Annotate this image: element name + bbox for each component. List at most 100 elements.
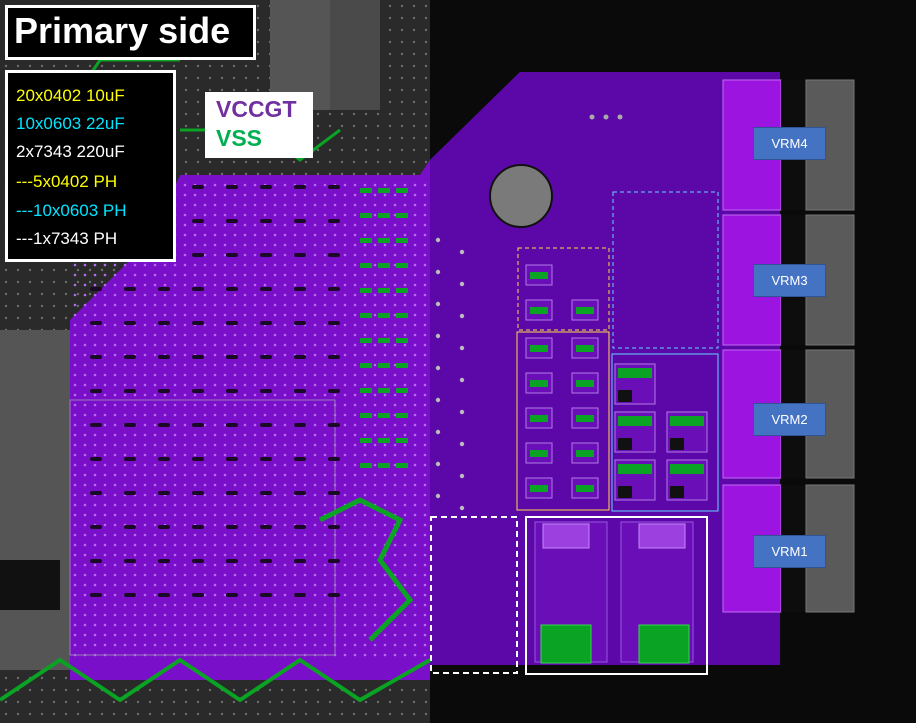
via [435,333,441,339]
via-pad-mark [90,321,102,325]
via-pad-mark [90,355,102,359]
via-pad-mark [192,355,204,359]
via-pad-mark [90,559,102,563]
vss-via-mark [396,388,408,393]
via [435,301,441,307]
outline-7343-group [525,516,708,675]
via-pad-mark [158,457,170,461]
title-box [5,5,256,60]
vss-via-mark [360,313,372,318]
via-pad-mark [158,389,170,393]
via [459,473,465,479]
via-pad-mark [226,185,238,189]
vss-via-mark [360,188,372,193]
outline-7343-placeholder [430,516,518,674]
via-pad-mark [124,457,136,461]
vss-via-mark [378,413,390,418]
vrm-pad-column [722,79,855,613]
mounting-hole [489,164,553,228]
via-pad-mark [294,525,306,529]
via-pad-mark [192,287,204,291]
via-pad-mark [192,219,204,223]
cap-0603-dark [670,438,684,450]
via-pad-mark [90,457,102,461]
legend-item-0402-placeholder: ---5x0402 PH [16,172,118,191]
vss-via-mark [378,388,390,393]
via-pad-mark [328,423,340,427]
vss-via-mark [360,413,372,418]
via-pad-mark [328,559,340,563]
via-pad-mark [294,185,306,189]
via-pad-mark [192,423,204,427]
cap-0402-pad [530,415,548,422]
page-title: Primary side [14,10,231,51]
via-pad-mark [90,491,102,495]
cap-array-0402 [525,264,599,499]
via [459,249,465,255]
grey-plane-strip [270,0,340,110]
via-pad-mark [124,491,136,495]
net-vss-label: VSS [216,125,263,151]
vrm3-label: VRM3 [753,264,826,297]
cap-0603-dark [670,486,684,498]
legend-item-7343-cap: 2x7343 220uF [16,142,125,161]
via-pad-mark [328,321,340,325]
via [435,269,441,275]
vss-via-mark [360,463,372,468]
cap-0402-pad [576,415,594,422]
via-pad-mark [294,219,306,223]
via-pad-mark [192,321,204,325]
via-pad-mark [328,219,340,223]
cap-0402-pad [530,380,548,387]
vss-via-mark [378,238,390,243]
via [603,114,609,120]
legend-item-0402-cap: 20x0402 10uF [16,86,125,105]
via-pad-mark [90,593,102,597]
vss-via-mark [396,338,408,343]
legend-item-0603-cap: 10x0603 22uF [16,114,125,133]
via-pad-mark [90,525,102,529]
cap-0402-pad [576,485,594,492]
vss-via-mark [396,288,408,293]
cap-0402-pad [576,380,594,387]
via-pad-mark [260,355,272,359]
cap-0603-pad [670,416,704,426]
via-pad-mark [192,389,204,393]
via-pad-mark [90,389,102,393]
via-pad-mark [124,593,136,597]
via-pad-mark [158,321,170,325]
via [435,429,441,435]
cap-0603-pad [618,464,652,474]
via-pad-mark [124,321,136,325]
via-pad-mark [328,185,340,189]
vss-via-mark [360,238,372,243]
via-pad-mark [226,457,238,461]
via-pad-mark [192,525,204,529]
via-pad-mark [260,559,272,563]
cap-0603-dark [618,438,632,450]
via-pad-mark [226,253,238,257]
net-legend-box [205,92,313,158]
legend-box [5,70,176,262]
vss-via-mark [396,213,408,218]
outline-0402-placeholder [517,247,610,331]
via-pad-mark [124,559,136,563]
via-pad-mark [226,491,238,495]
via-pad-mark [260,389,272,393]
via-pad-mark [294,389,306,393]
via-pad-mark [226,559,238,563]
via [459,441,465,447]
via [459,505,465,511]
via [459,345,465,351]
cap-0603-dark [618,390,632,402]
via-pad-mark [260,287,272,291]
legend-item-0603-placeholder: ---10x0603 PH [16,201,127,220]
vss-via-mark [396,263,408,268]
via-pad-mark [294,355,306,359]
via-pad-mark [226,321,238,325]
via-pad-mark [260,219,272,223]
cap-0402-pad [530,450,548,457]
vss-via-mark [396,313,408,318]
via-pad-mark [328,287,340,291]
via-pad-mark [260,321,272,325]
